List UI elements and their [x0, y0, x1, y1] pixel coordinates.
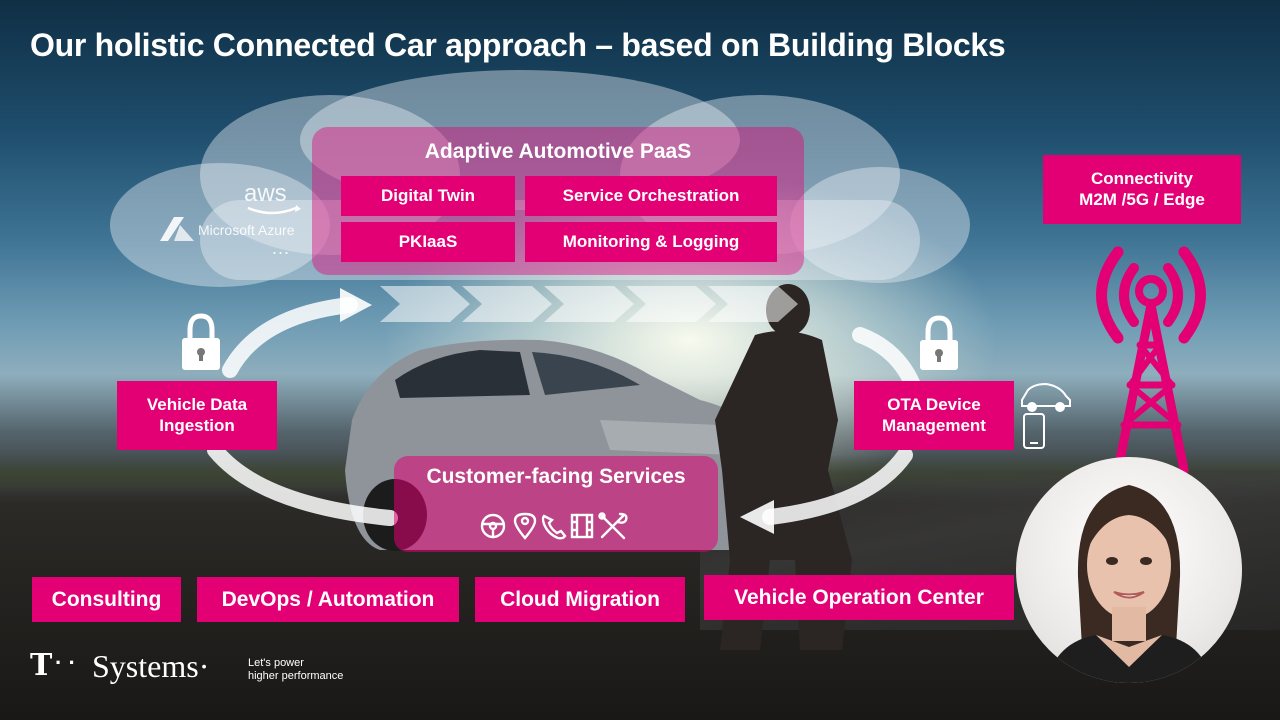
tools-icon: [598, 512, 628, 540]
presenter-portrait: [1016, 457, 1242, 683]
connectivity-line1: Connectivity: [1090, 169, 1194, 189]
padlock-left-icon: [182, 313, 220, 370]
block-monitoring-logging: Monitoring & Logging: [525, 222, 777, 262]
tagline-line2: higher performance: [248, 670, 344, 683]
antenna-tower-icon: [1096, 246, 1206, 475]
ota-device-management-box: OTA Device Management: [854, 381, 1014, 450]
t-systems-wordmark: Systems·: [92, 648, 210, 684]
connectivity-box: Connectivity M2M /5G / Edge: [1043, 155, 1241, 224]
customer-services-title: Customer-facing Services: [426, 465, 686, 488]
vehicle-data-line1: Vehicle Data: [146, 395, 248, 415]
vehicle-data-ingestion-box: Vehicle Data Ingestion: [117, 381, 277, 450]
phone-device-icon: [1023, 413, 1045, 449]
brand-tagline: Let's power higher performance: [248, 657, 343, 683]
slide-title: Our holistic Connected Car approach – ba…: [30, 27, 1006, 63]
t-logo-dots: · ·: [55, 650, 76, 675]
azure-label: Microsoft Azure: [198, 222, 295, 238]
service-vehicle-operation-center: Vehicle Operation Center: [704, 575, 1014, 620]
block-pkiaas: PKIaaS: [341, 222, 515, 262]
service-consulting: Consulting: [32, 577, 181, 622]
steering-wheel-icon: [480, 513, 506, 539]
aws-smile-icon: [247, 205, 301, 215]
tagline-line1: Let's power: [248, 657, 304, 669]
arrowheads: [340, 288, 774, 534]
paas-title: Adaptive Automotive PaaS: [424, 140, 692, 163]
flow-chevrons: [380, 286, 798, 322]
block-digital-twin: Digital Twin: [341, 176, 515, 216]
car-icon: [1021, 382, 1071, 412]
phone-icon: [541, 514, 567, 540]
film-icon: [570, 513, 594, 539]
azure-logo-icon: [160, 217, 194, 241]
ota-line1: OTA Device: [887, 395, 981, 415]
padlock-right-icon: [920, 315, 958, 370]
vehicle-data-line2: Ingestion: [159, 415, 235, 435]
presenter-avatar-illustration: [1046, 485, 1212, 683]
customer-services-icons: [480, 512, 628, 540]
service-devops-automation: DevOps / Automation: [197, 577, 459, 622]
t-logo-mark: T: [30, 648, 53, 683]
ota-line2: Management: [882, 415, 986, 435]
aws-logo: aws: [244, 180, 287, 207]
service-cloud-migration: Cloud Migration: [475, 577, 685, 622]
more-providers-ellipsis: ...: [272, 238, 291, 258]
block-service-orchestration: Service Orchestration: [525, 176, 777, 216]
cycle-arrows: [207, 297, 923, 526]
connectivity-line2: M2M /5G / Edge: [1079, 189, 1205, 209]
location-pin-icon: [513, 512, 537, 540]
